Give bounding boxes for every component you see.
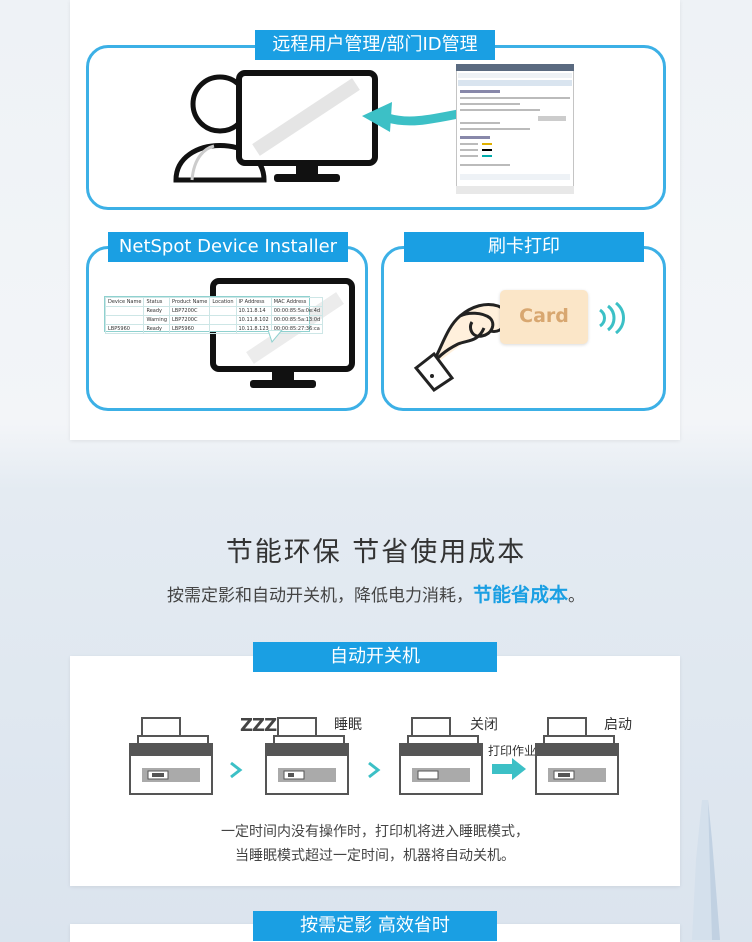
location-cell (209, 315, 237, 325)
subtitle-text: 按需定影和自动开关机，降低电力消耗， (166, 586, 473, 606)
table-row[interactable]: LBP5960 Ready LBP5960 10.11.8.123 00:00:… (104, 324, 324, 334)
table-row[interactable]: Warning LBP7200C 10.11.8.102 00:00:85:5a… (104, 315, 324, 325)
auto-power-description: 一定时间内没有操作时，打印机将进入睡眠模式， 当睡眠模式超过一定时间，机器将自动… (70, 820, 680, 868)
access-card: Card (500, 290, 588, 344)
monitor-icon (236, 70, 378, 182)
step-arrow-icon (230, 761, 243, 779)
status-cell: Ready (143, 306, 171, 316)
status-cell: Warning (143, 315, 171, 325)
ip-cell: 10.11.8.102 (235, 315, 272, 325)
callout-pointer-icon (268, 330, 283, 344)
subtitle-highlight: 节能省成本 (472, 584, 568, 606)
location-cell (209, 306, 237, 316)
description-line-2: 当睡眠模式超过一定时间，机器将自动关机。 (235, 848, 515, 864)
ip-cell: 10.11.8.123 (235, 324, 272, 334)
col-device-name: Device Name (104, 297, 145, 307)
hand-icon (413, 302, 509, 392)
mac-cell: 00:00:85:5a:0e:4d (270, 306, 324, 316)
subtitle-suffix: 。 (568, 586, 585, 606)
printer-icon-active (129, 717, 213, 795)
card-print-tag: 刷卡打印 (404, 232, 644, 262)
step-off-label: 关闭 (470, 717, 498, 733)
col-location: Location (209, 297, 237, 307)
card-label: Card (519, 305, 569, 327)
remote-management-tag: 远程用户管理/部门ID管理 (255, 30, 495, 60)
device-name-cell (104, 315, 145, 325)
product-cell: LBP7200C (169, 315, 211, 325)
col-mac-address: MAC Address (270, 297, 324, 307)
device-name-cell (104, 306, 145, 316)
print-job-label: 打印作业 (488, 744, 537, 758)
printer-icon-start (535, 717, 619, 795)
auto-power-tag: 自动开关机 (253, 642, 497, 672)
mac-cell: 00:00:85:5a:13:0d (270, 315, 324, 325)
printer-icon-off (399, 717, 483, 795)
step-sleep-label: 睡眠 (334, 717, 362, 733)
col-product-name: Product Name (169, 297, 211, 307)
building-illustration (692, 800, 720, 940)
col-status: Status (143, 297, 171, 307)
location-cell (209, 324, 237, 334)
transfer-arrow-icon (362, 102, 458, 132)
print-job-arrow-icon (492, 758, 526, 780)
energy-section-title: 节能环保 节省使用成本 (225, 537, 527, 568)
wireless-signal-icon (599, 302, 625, 334)
product-cell: LBP5960 (169, 324, 211, 334)
status-cell: Ready (143, 324, 171, 334)
table-row[interactable]: Ready LBP7200C 10.11.8.14 00:00:85:5a:0e… (104, 306, 324, 316)
device-table: Device Name Status Product Name Location… (104, 296, 324, 334)
product-cell: LBP7200C (169, 306, 211, 316)
remote-ui-screenshot (456, 64, 574, 194)
ip-cell: 10.11.8.14 (235, 306, 272, 316)
step-start-label: 启动 (604, 717, 632, 733)
on-demand-fixing-tag: 按需定影 高效省时 (253, 911, 497, 941)
printer-icon-sleep (265, 717, 349, 795)
netspot-tag: NetSpot Device Installer (108, 232, 348, 262)
mac-cell: 00:00:85:27:36:ca (270, 324, 324, 334)
step-arrow-icon (368, 761, 381, 779)
zzz-label: ZZZ (240, 715, 277, 736)
description-line-1: 一定时间内没有操作时，打印机将进入睡眠模式， (221, 824, 529, 840)
device-name-cell: LBP5960 (104, 324, 145, 334)
col-ip-address: IP Address (235, 297, 272, 307)
energy-section-subtitle: 按需定影和自动开关机，降低电力消耗，节能省成本。 (0, 580, 752, 607)
